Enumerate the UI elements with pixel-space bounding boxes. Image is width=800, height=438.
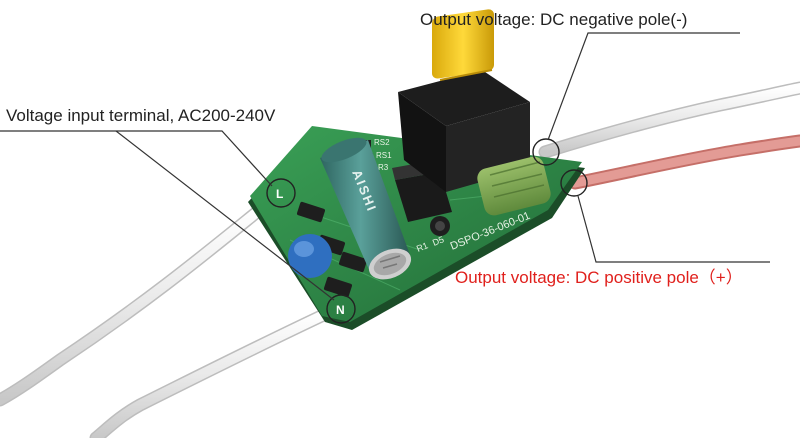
terminal-l-marker: L bbox=[266, 178, 296, 208]
silkscreen-r1: R1 bbox=[415, 240, 429, 254]
electrolytic-capacitor bbox=[320, 137, 412, 280]
label-input-terminal: Voltage input terminal, AC200-240V bbox=[6, 106, 276, 125]
leader-line-positive bbox=[577, 195, 770, 263]
input-wire-n bbox=[89, 305, 337, 438]
silkscreen-d5: D5 bbox=[431, 234, 445, 248]
terminal-l-text: L bbox=[276, 187, 283, 201]
output-positive-marker bbox=[560, 169, 588, 197]
output-wire-negative bbox=[538, 81, 800, 159]
terminal-n-text: N bbox=[336, 303, 345, 317]
output-wire-positive bbox=[568, 134, 800, 190]
leader-line-input-n bbox=[115, 130, 335, 301]
leader-lines bbox=[0, 32, 770, 301]
silkscreen-rs2: RS2 bbox=[374, 138, 390, 147]
output-negative-marker bbox=[532, 138, 560, 166]
input-wire-l bbox=[0, 201, 269, 407]
label-output-negative: Output voltage: DC negative pole(-) bbox=[420, 10, 688, 29]
silkscreen-r3: R3 bbox=[378, 163, 389, 172]
x-capacitor bbox=[288, 234, 332, 278]
leader-line-input-l bbox=[0, 130, 273, 187]
rectifier-diodes bbox=[296, 201, 368, 298]
label-output-positive: Output voltage: DC positive pole（+） bbox=[455, 268, 743, 287]
silkscreen-rs1: RS1 bbox=[376, 151, 392, 160]
leader-line-negative bbox=[547, 32, 740, 141]
terminal-n-marker: N bbox=[326, 294, 356, 324]
output-inductor bbox=[477, 156, 551, 216]
small-capacitor bbox=[430, 216, 450, 236]
